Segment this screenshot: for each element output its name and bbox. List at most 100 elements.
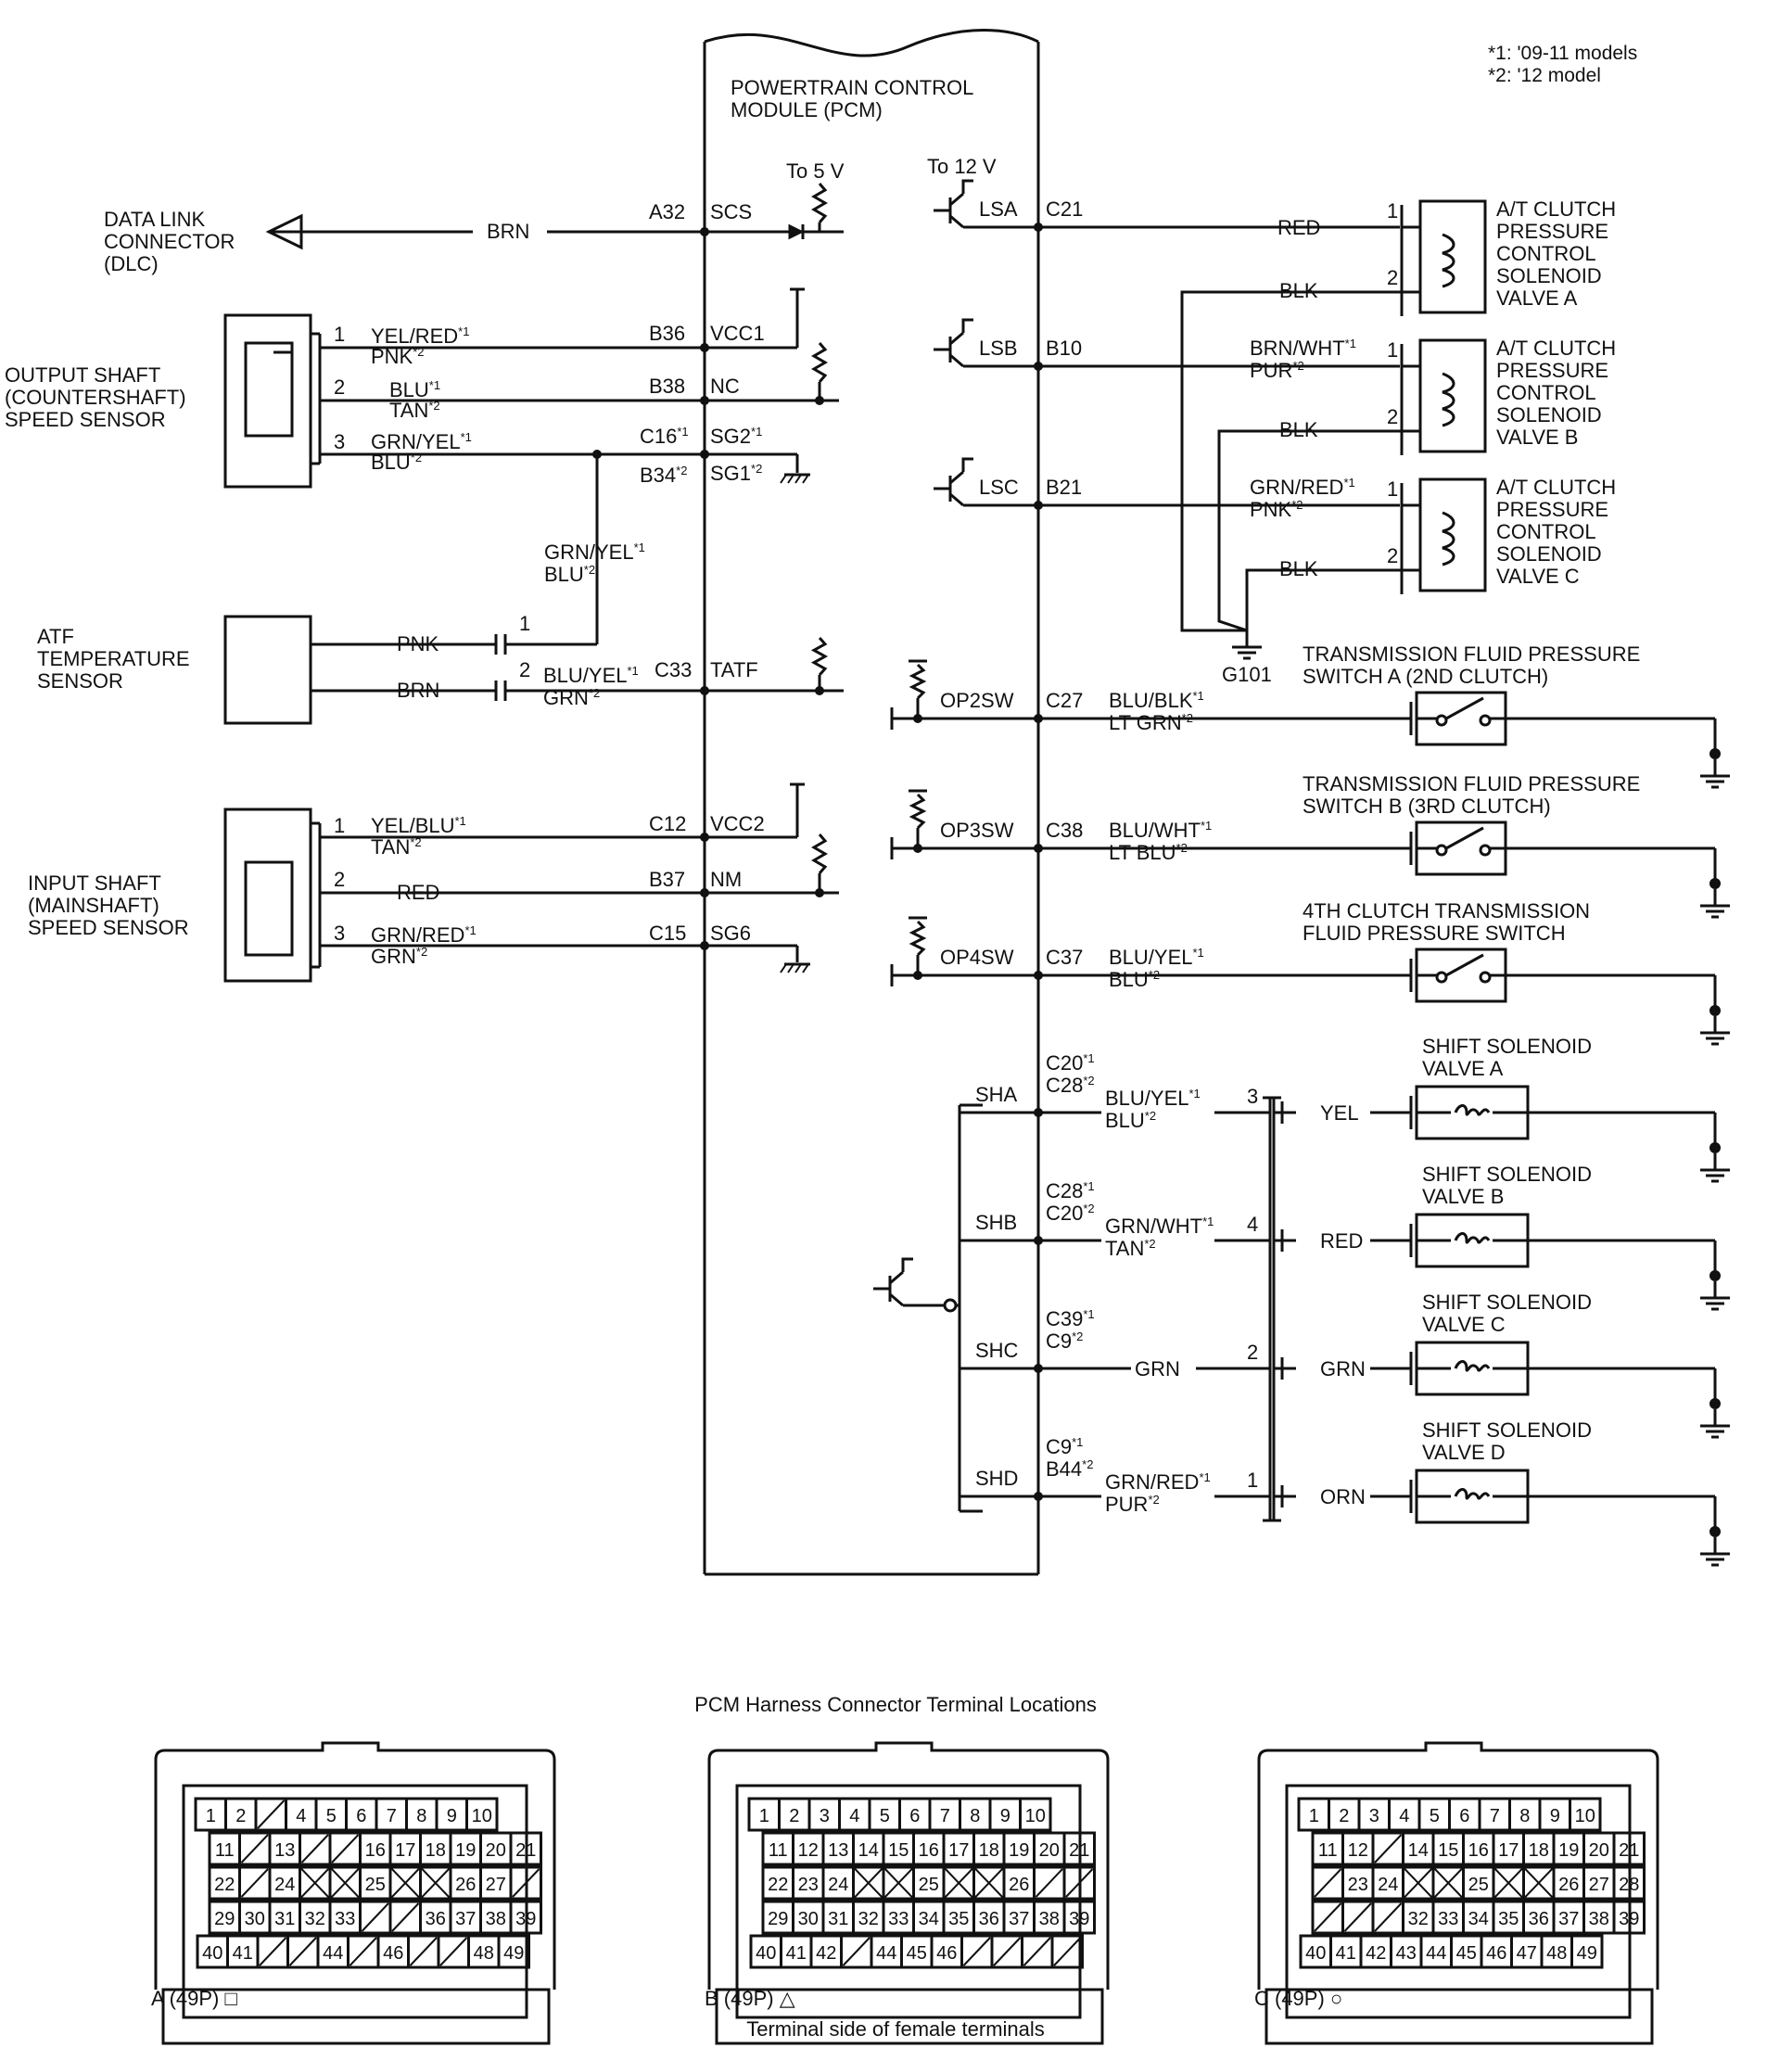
terminal-number: 39 xyxy=(1619,1909,1639,1929)
pcm-title: POWERTRAIN CONTROL xyxy=(731,76,973,99)
signal-label: OP4SW xyxy=(940,946,1014,969)
signal-label: OP3SW xyxy=(940,819,1014,842)
ground-dot xyxy=(1709,1005,1721,1016)
connector-cell xyxy=(1612,1900,1646,1935)
ground-dot xyxy=(1709,1142,1721,1153)
signal-label: NM xyxy=(710,868,742,891)
terminal-number: 24 xyxy=(274,1875,295,1895)
connector-housing xyxy=(154,1741,556,1806)
terminal-number: 19 xyxy=(455,1840,476,1861)
dlc-label: CONNECTOR xyxy=(104,230,235,253)
terminal-number: 32 xyxy=(1408,1909,1429,1929)
wire-color: GRN/YEL*1 xyxy=(544,541,645,564)
solenoid-box xyxy=(1418,477,1487,592)
terminal-number: 41 xyxy=(1336,1943,1356,1964)
wire-color: RED xyxy=(397,881,439,904)
cell-empty xyxy=(1065,1868,1094,1898)
terminal-number: 31 xyxy=(274,1909,295,1929)
terminal-number: 45 xyxy=(1456,1943,1477,1964)
to12v-label: To 12 V xyxy=(927,155,997,178)
terminal-number: 20 xyxy=(486,1840,506,1861)
cell-empty xyxy=(409,1937,438,1966)
cell-empty xyxy=(439,1937,468,1966)
terminal-number: 11 xyxy=(769,1840,788,1861)
pin-number: 1 xyxy=(519,612,530,635)
wire-color: GRN xyxy=(1135,1357,1180,1380)
note-2: *2: '12 model xyxy=(1488,65,1601,86)
cell-blank xyxy=(389,1866,422,1900)
terminal-number: 11 xyxy=(215,1840,235,1861)
transistor-supply xyxy=(961,179,973,194)
wire-color: LT GRN*2 xyxy=(1109,711,1193,734)
solenoid-coil xyxy=(1454,1360,1491,1372)
cell-blank xyxy=(1402,1866,1434,1900)
terminal-number: 22 xyxy=(214,1875,235,1895)
signal-label: LSA xyxy=(979,197,1018,221)
terminal-label: C38 xyxy=(1046,819,1083,842)
connector-cell xyxy=(1062,1865,1096,1901)
switch-contact xyxy=(1435,844,1448,857)
note-1: *1: '09-11 models xyxy=(1488,43,1637,64)
dlc-label: DATA LINK xyxy=(104,208,206,231)
chassis-ground-hatch xyxy=(780,963,787,973)
chassis-ground-hatch xyxy=(787,474,794,484)
pullup-resistor xyxy=(909,793,927,830)
terminal-number: 21 xyxy=(515,1840,536,1861)
terminal-number: 18 xyxy=(426,1840,446,1861)
wire-color: PUR*2 xyxy=(1250,359,1304,382)
junction-dot xyxy=(913,844,922,853)
terminal-number: 15 xyxy=(1438,1840,1458,1861)
wire-color: TAN*2 xyxy=(1105,1237,1156,1260)
pullup-resistor xyxy=(909,663,927,700)
switch-blade xyxy=(1445,826,1484,850)
solenoid-name: A/T CLUTCH xyxy=(1496,337,1616,360)
pullup-resistor xyxy=(909,920,927,957)
wire-color: TAN*2 xyxy=(371,835,422,859)
pin-number: 3 xyxy=(334,430,345,453)
wire-color: BLU*2 xyxy=(1105,1109,1156,1132)
pullup-resistor xyxy=(811,342,828,383)
wire-color: BRN xyxy=(487,220,529,243)
solenoid-coil xyxy=(1454,1104,1491,1116)
terminal-number: 23 xyxy=(798,1875,819,1895)
chassis-ground-hatch xyxy=(802,963,809,973)
solenoid-name: A/T CLUTCH xyxy=(1496,476,1616,499)
connector-cell xyxy=(1570,1934,1604,1969)
terminal-number: 41 xyxy=(233,1943,253,1964)
cell-empty xyxy=(1053,1937,1082,1966)
terminal-number: 18 xyxy=(979,1840,999,1861)
switch-contact xyxy=(1435,714,1448,727)
oss-label: OUTPUT SHAFT xyxy=(5,363,160,387)
cell-blank xyxy=(852,1866,884,1900)
terminal-number: 10 xyxy=(472,1806,492,1826)
terminal-number: 44 xyxy=(1426,1943,1446,1964)
signal-label: SHC xyxy=(975,1339,1019,1362)
oss-label: SPEED SENSOR xyxy=(5,408,166,431)
terminal-number: 20 xyxy=(1589,1840,1609,1861)
signal-label: OP2SW xyxy=(940,689,1014,712)
chassis-ground-hatch xyxy=(787,963,794,973)
iss-box xyxy=(223,808,312,983)
signal-label: SG1*2 xyxy=(710,462,762,485)
cell-blank xyxy=(972,1866,1005,1900)
terminal-number: 21 xyxy=(1069,1840,1089,1861)
connector-housing xyxy=(707,1741,1110,1806)
ground-route xyxy=(1180,290,1270,632)
ground-dot xyxy=(1709,1526,1721,1537)
solenoid-box xyxy=(1418,338,1487,453)
cell-empty xyxy=(391,1902,420,1932)
solenoid-name: VALVE B xyxy=(1496,426,1578,449)
cell-blank xyxy=(1493,1866,1525,1900)
iss-label: SPEED SENSOR xyxy=(28,916,189,939)
terminal-number: 24 xyxy=(1378,1875,1398,1895)
terminal-number: 39 xyxy=(1069,1909,1089,1929)
terminal-label: C9*2 xyxy=(1046,1329,1083,1353)
transistor-collector xyxy=(949,192,964,207)
terminal-number: 22 xyxy=(768,1875,788,1895)
junction-dot xyxy=(1034,362,1043,371)
wire-color: BLU/BLK*1 xyxy=(1109,689,1204,712)
iss-label: (MAINSHAFT) xyxy=(28,894,159,917)
connector-cell xyxy=(1050,1934,1084,1969)
pullup-resistor xyxy=(811,183,828,223)
terminal-label: A32 xyxy=(649,200,685,223)
